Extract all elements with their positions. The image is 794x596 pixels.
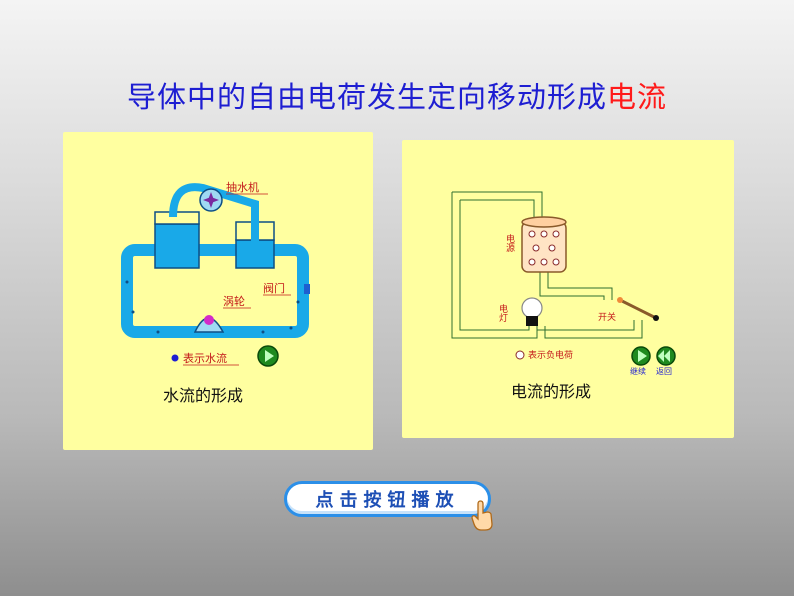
power-source [521, 216, 567, 273]
left-tank [154, 211, 200, 269]
lamp [521, 297, 543, 326]
upper-pipe [169, 183, 259, 244]
switch [617, 297, 659, 321]
pump-label: 抽水机 [226, 180, 259, 194]
page-title: 导体中的自由电荷发生定向移动形成电流 [0, 74, 794, 116]
source-label: 电源 [504, 233, 515, 253]
valve-label: 阀门 [263, 281, 285, 295]
back-button[interactable] [656, 346, 676, 366]
water-panel-caption: 水流的形成 [163, 386, 244, 405]
lamp-label: 电灯 [497, 303, 508, 323]
switch-label: 开关 [598, 311, 616, 323]
play-icon [265, 350, 274, 362]
pump [199, 188, 223, 212]
water-flow-panel: 抽水机 阀门 涡轮 表示水流 水流的形成 [63, 132, 373, 450]
circuit-diagram: 电源 电灯 开关 表示负电荷 继续 返回 [451, 191, 676, 376]
water-legend-label: 表示水流 [183, 351, 227, 365]
water-flow-dots [125, 280, 300, 334]
pointer-hand-icon [471, 500, 493, 531]
continue-label: 继续 [630, 366, 646, 376]
turbine [193, 315, 225, 333]
charge-legend-dot [515, 350, 525, 360]
title-text: 导体中的自由电荷发生定向移动形成 [126, 80, 607, 114]
rewind-icon [658, 350, 670, 362]
play-icon [638, 350, 647, 362]
title-highlight: 电流 [607, 80, 668, 114]
continue-button[interactable] [631, 346, 651, 366]
water-legend-dot [171, 354, 179, 362]
play-animation-button[interactable]: 点击按钮播放 [284, 481, 491, 517]
circuit-wire [451, 191, 643, 339]
current-flow-panel: 电源 电灯 开关 表示负电荷 继续 返回 电流的形成 [402, 140, 734, 438]
water-play-button[interactable] [257, 345, 279, 367]
water-flow-diagram: 抽水机 阀门 涡轮 表示水流 [121, 180, 310, 367]
back-label: 返回 [656, 367, 672, 376]
current-panel-caption: 电流的形成 [511, 382, 592, 401]
charge-legend-label: 表示负电荷 [528, 349, 573, 361]
turbine-label: 涡轮 [223, 294, 245, 308]
valve [304, 284, 310, 294]
